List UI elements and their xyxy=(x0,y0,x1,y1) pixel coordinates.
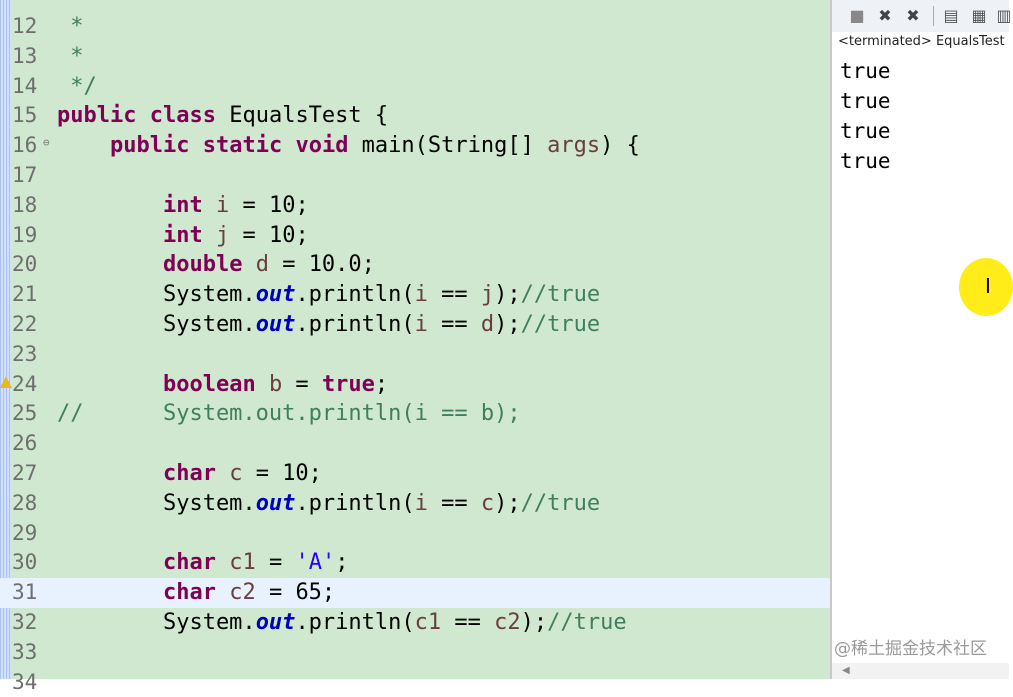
code-line[interactable]: 18 int i = 10; xyxy=(0,191,830,221)
remove-launch-icon[interactable]: ✖ xyxy=(878,6,892,25)
remove-all-icon[interactable]: ✖ xyxy=(906,6,920,25)
line-number: 31 xyxy=(12,580,38,605)
scroll-lock-icon[interactable]: ▦ xyxy=(971,6,987,25)
console-output-line: true xyxy=(840,59,891,83)
line-number: 20 xyxy=(12,252,38,277)
line-number: 29 xyxy=(12,520,38,545)
warning-marker-icon[interactable] xyxy=(0,375,12,388)
vertical-ruler xyxy=(0,0,12,679)
line-number: 13 xyxy=(12,43,38,68)
code-text: int i = 10; xyxy=(162,192,309,218)
code-text: */ xyxy=(70,73,97,99)
scroll-left-icon[interactable]: ◀ xyxy=(842,665,850,676)
code-line[interactable]: 14 */ xyxy=(0,72,830,102)
console-output-line: true xyxy=(840,149,891,173)
code-line[interactable]: 32 System.out.println(c1 == c2);//true xyxy=(0,608,830,638)
code-line[interactable]: 16 ⊖ public static void main(String[] arg… xyxy=(0,131,830,161)
code-line[interactable]: 31 char c2 = 65; xyxy=(0,578,830,608)
console-output-line: true xyxy=(840,89,891,113)
code-text: char c = 10; xyxy=(162,460,322,486)
fold-toggle-icon[interactable]: ⊖ xyxy=(43,136,50,150)
code-line[interactable]: 28 System.out.println(i == c);//true xyxy=(0,489,830,519)
code-text: System.out.println(i == j);//true xyxy=(57,282,601,308)
line-number: 14 xyxy=(12,73,38,98)
code-line[interactable]: 34 xyxy=(0,668,830,697)
line-number: 21 xyxy=(12,282,38,307)
line-number: 19 xyxy=(12,222,38,247)
code-line[interactable]: 24 boolean b = true; xyxy=(0,370,830,400)
console-toolbar: ■ ✖ ✖ ▤ ▦ ▥ xyxy=(832,0,1012,32)
code-line[interactable]: 13 * xyxy=(0,42,830,72)
code-text: boolean b = true; xyxy=(162,371,389,397)
watermark: @稀土掘金技术社区 xyxy=(834,639,987,659)
line-number: 32 xyxy=(12,609,38,634)
cursor-highlight xyxy=(959,258,1013,316)
code-text: * xyxy=(70,43,84,69)
line-number: 22 xyxy=(12,311,38,336)
word-wrap-icon[interactable]: ▥ xyxy=(996,6,1012,25)
line-number: 17 xyxy=(12,162,38,187)
code-line[interactable]: 33 xyxy=(0,638,830,668)
code-line[interactable]: 22 System.out.println(i == d);//true xyxy=(0,310,830,340)
line-number: 16 xyxy=(12,133,38,158)
line-number: 15 xyxy=(12,103,38,128)
code-line[interactable]: 12 * xyxy=(0,12,830,42)
line-number: 12 xyxy=(12,14,38,38)
code-line[interactable]: 25 // System.out.println(i == b); xyxy=(0,399,830,429)
horizontal-scrollbar[interactable]: ◀ xyxy=(832,663,1009,679)
code-text: int j = 10; xyxy=(162,222,309,248)
code-text: System.out.println(i == c);//true xyxy=(57,490,601,516)
line-number: 26 xyxy=(12,431,38,456)
line-number: 28 xyxy=(12,490,38,515)
code-line[interactable]: 20 double d = 10.0; xyxy=(0,250,830,280)
line-number: 34 xyxy=(12,669,38,694)
code-text: char c2 = 65; xyxy=(162,580,336,606)
line-number: 23 xyxy=(12,341,38,366)
code-text: char c1 = 'A'; xyxy=(162,550,349,576)
code-line[interactable]: 26 xyxy=(0,429,830,459)
code-text: // System.out.println(i == b); xyxy=(57,401,521,427)
line-number: 27 xyxy=(12,460,38,485)
code-line[interactable]: 17 xyxy=(0,161,830,191)
line-number: 25 xyxy=(12,401,38,426)
line-number: 33 xyxy=(12,639,38,664)
code-line[interactable]: 15 public class EqualsTest { xyxy=(0,101,830,131)
console-output-line: true xyxy=(840,119,891,143)
code-text: System.out.println(c1 == c2);//true xyxy=(57,609,627,635)
code-line[interactable]: 19 int j = 10; xyxy=(0,221,830,251)
code-text: public class EqualsTest { xyxy=(57,103,389,129)
code-text: System.out.println(i == d);//true xyxy=(57,311,601,337)
code-line[interactable]: 23 xyxy=(0,340,830,370)
text-cursor-icon: I xyxy=(985,274,991,298)
code-line[interactable]: 27 char c = 10; xyxy=(0,459,830,489)
code-line[interactable]: 29 xyxy=(0,519,830,549)
toolbar-separator xyxy=(933,6,934,26)
console-title: <terminated> EqualsTest xyxy=(838,34,1005,49)
code-line[interactable]: 21 System.out.println(i == j);//true xyxy=(0,280,830,310)
line-number: 18 xyxy=(12,192,38,217)
code-text: double d = 10.0; xyxy=(162,252,375,278)
terminate-icon[interactable]: ■ xyxy=(849,6,865,25)
console-output: true true true true xyxy=(840,56,891,176)
code-text: public static void main(String[] args) { xyxy=(109,133,640,159)
line-number: 24 xyxy=(12,371,38,396)
code-line[interactable]: 30 char c1 = 'A'; xyxy=(0,548,830,578)
console-view[interactable]: ■ ✖ ✖ ▤ ▦ ▥ <terminated> EqualsTest true… xyxy=(830,0,1013,679)
code-text: * xyxy=(70,14,84,39)
pin-console-icon[interactable]: ▤ xyxy=(943,6,959,25)
line-number: 30 xyxy=(12,550,38,575)
